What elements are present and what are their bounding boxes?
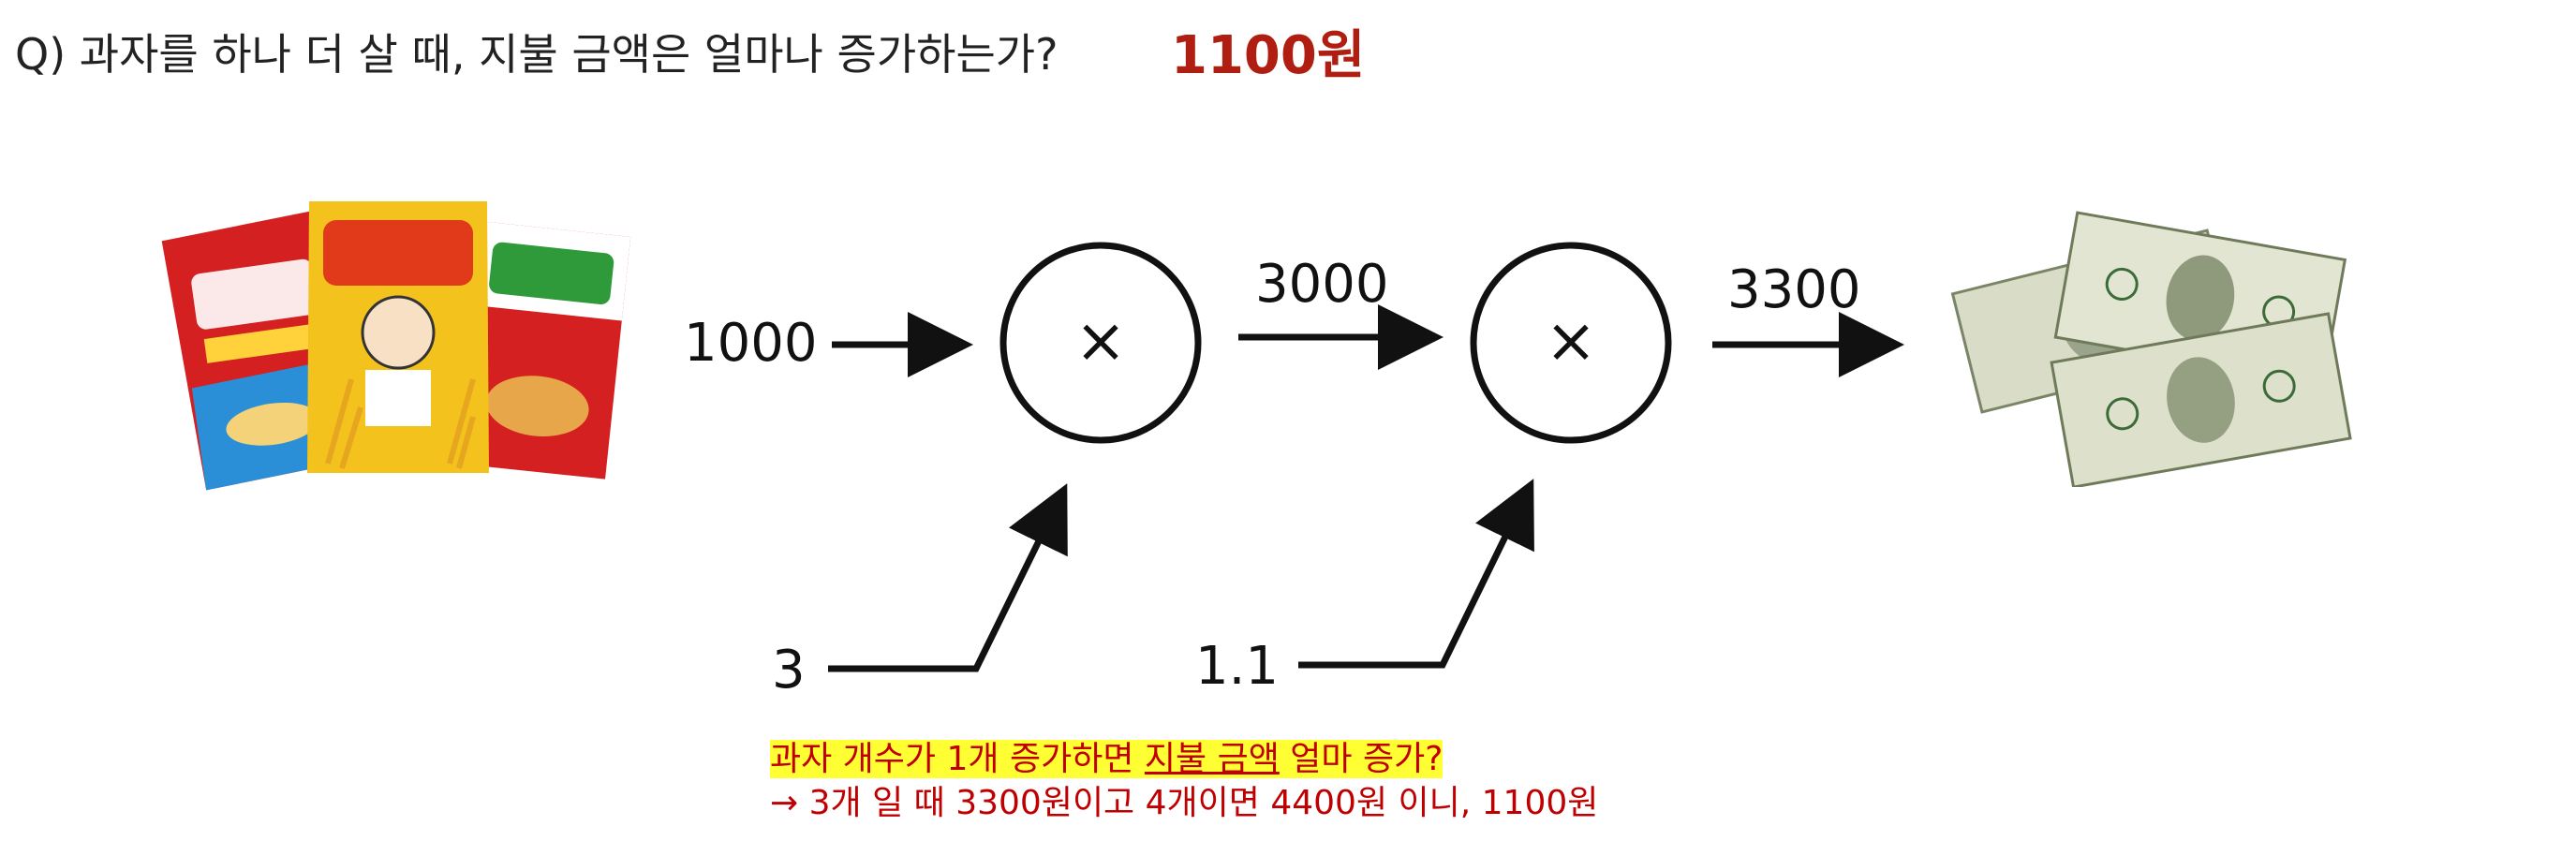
count-input-label: 3 xyxy=(772,640,806,701)
dollar-bills-image xyxy=(1950,211,2352,487)
price-input-label: 1000 xyxy=(684,313,818,374)
edge1-value-label: 3000 xyxy=(1255,254,1389,315)
multiply-op-2: × xyxy=(1545,304,1596,376)
note-underlined-term: 지불 금액 xyxy=(1144,740,1280,778)
note-line-1: 과자 개수가 1개 증가하면 지불 금액 얼마 증가? xyxy=(770,738,1598,782)
multiply-op-1: × xyxy=(1074,304,1126,376)
count-arrow xyxy=(828,483,1068,672)
note-line1-suffix: 얼마 증가? xyxy=(1279,740,1443,778)
tax-input-label: 1.1 xyxy=(1195,636,1279,697)
note-line-2: → 3개 일 때 3300원이고 4개이면 4400원 이니, 1100원 xyxy=(770,783,1599,822)
note-highlight: 과자 개수가 1개 증가하면 지불 금액 얼마 증가? xyxy=(770,740,1443,778)
explanation-note: 과자 개수가 1개 증가하면 지불 금액 얼마 증가? → 3개 일 때 330… xyxy=(770,738,1598,826)
question-text: Q) 과자를 하나 더 살 때, 지불 금액은 얼마나 증가하는가? xyxy=(15,29,1059,80)
edge2-value-label: 3300 xyxy=(1727,259,1861,320)
chip-bags-image xyxy=(161,201,631,491)
multiply-node-2 xyxy=(1470,242,1672,444)
multiply-node-1 xyxy=(999,242,1202,444)
tax-arrow xyxy=(1298,479,1534,669)
note-line1-prefix: 과자 개수가 1개 증가하면 xyxy=(770,740,1145,778)
answer-text: 1100원 xyxy=(1171,25,1366,86)
